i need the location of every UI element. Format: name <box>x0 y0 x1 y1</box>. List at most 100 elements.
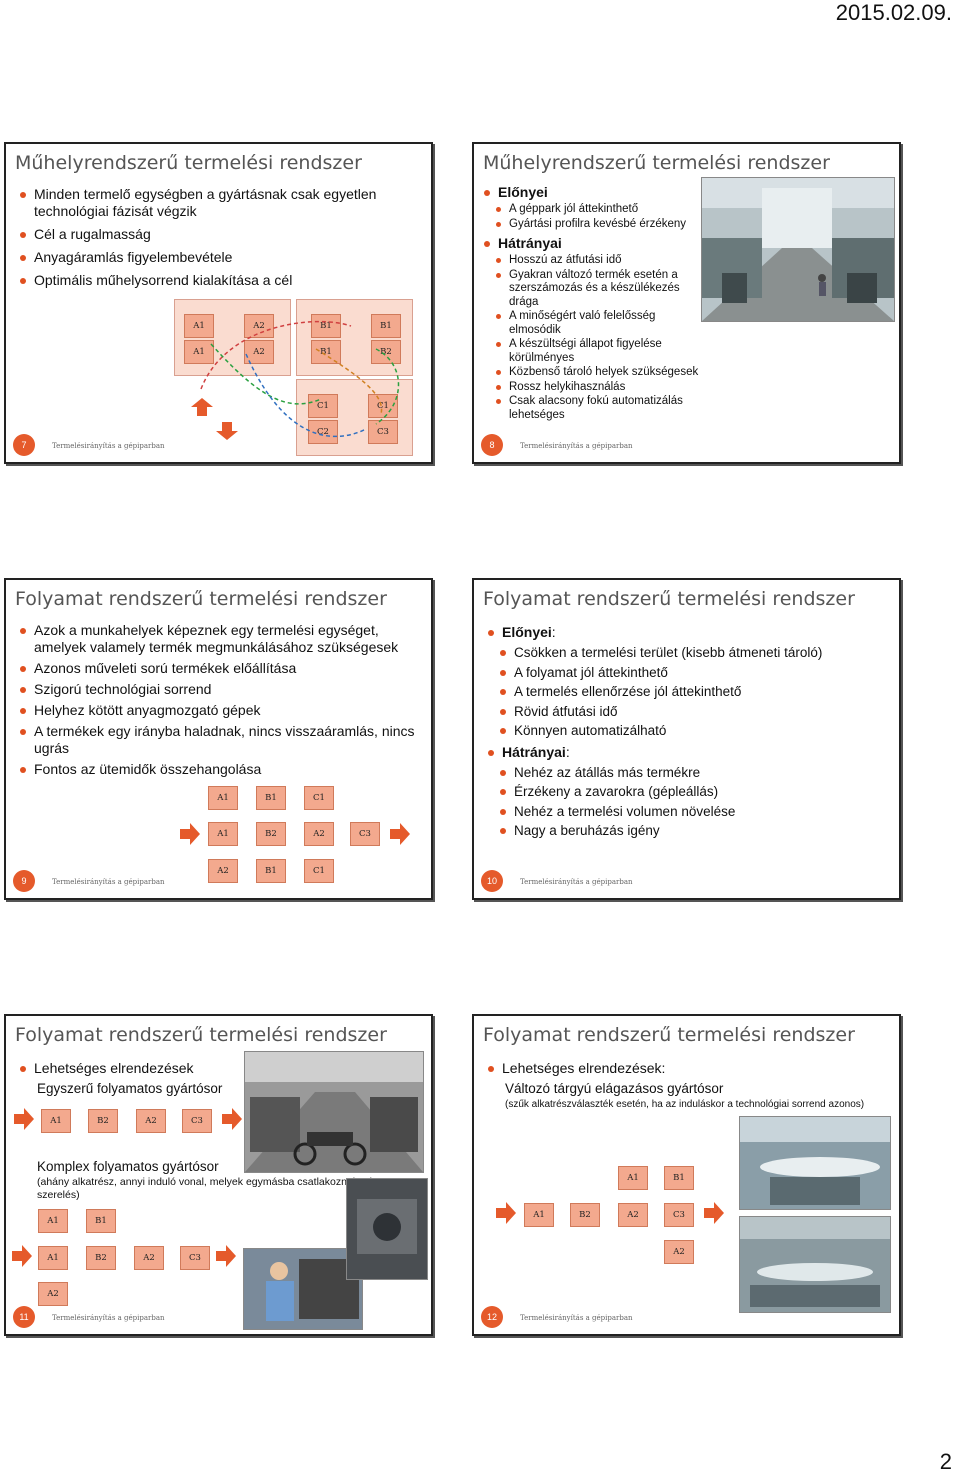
bullet: Optimális műhelysorrend kialakítása a cé… <box>20 272 423 289</box>
flow-box: A1 <box>618 1166 648 1190</box>
sub-bullet: Rossz helykihasználás <box>496 381 709 395</box>
machine-box: B1 <box>311 314 341 338</box>
slide-11: Folyamat rendszerű termelési rendszer Le… <box>4 1014 433 1336</box>
aircraft-assembly-photo <box>739 1216 891 1313</box>
bullet: Azonos műveleti sorú termékek előállítás… <box>20 660 423 677</box>
flow-box: C3 <box>664 1203 694 1227</box>
machine-box: B1 <box>311 340 341 364</box>
slide-number: 7 <box>13 434 35 456</box>
flow-box: C3 <box>180 1246 210 1270</box>
slide-12: Folyamat rendszerű termelési rendszer Le… <box>472 1014 901 1336</box>
flow-box: C1 <box>304 786 334 810</box>
sub-bullet: A folyamat jól áttekinthető <box>500 663 891 683</box>
advantages-heading: Előnyei <box>502 624 552 640</box>
advantages-heading: Előnyei <box>484 184 709 201</box>
slide-title: Műhelyrendszerű termelési rendszer <box>483 152 830 174</box>
flow-box: A1 <box>41 1109 71 1133</box>
flow-box: B1 <box>256 786 286 810</box>
output-arrow-icon <box>216 422 238 440</box>
slide-title: Folyamat rendszerű termelési rendszer <box>483 1024 855 1046</box>
workshop-photo <box>701 177 895 322</box>
slide-number: 8 <box>481 434 503 456</box>
bullet: Azok a munkahelyek képeznek egy termelés… <box>20 622 423 656</box>
page-number: 2 <box>939 1449 952 1474</box>
engine-assembly-photo <box>346 1178 428 1280</box>
sub-bullet: Rövid átfutási idő <box>500 702 891 722</box>
flow-box: A2 <box>304 822 334 846</box>
flow-box: A2 <box>134 1246 164 1270</box>
flow-box: A1 <box>38 1209 68 1233</box>
slide-number: 12 <box>481 1306 503 1328</box>
worker-photo <box>243 1248 363 1330</box>
flow-box: C1 <box>304 859 334 883</box>
sub-bullet: A készültségi állapot figyelése körülmén… <box>496 338 709 365</box>
flow-box: A1 <box>524 1203 554 1227</box>
slide-footer: Termelésirányítás a gépiparban <box>520 1314 633 1322</box>
slide-title: Folyamat rendszerű termelési rendszer <box>15 588 387 610</box>
flow-box: B1 <box>664 1166 694 1190</box>
input-arrow-icon <box>191 398 213 416</box>
machine-box: C1 <box>308 394 338 418</box>
flow-box: B1 <box>256 859 286 883</box>
flow-box: B2 <box>88 1109 118 1133</box>
sub-bullet: Gyakran változó termék esetén a szerszám… <box>496 269 709 310</box>
flow-box: B2 <box>570 1203 600 1227</box>
sub-bullet: A géppark jól áttekinthető <box>496 203 709 217</box>
input-arrow-icon <box>14 1108 34 1130</box>
flow-box: A1 <box>208 786 238 810</box>
subheading-branching-line: Változó tárgyú elágazásos gyártósor <box>505 1081 724 1096</box>
disadvantages-heading: Hátrányai <box>502 743 566 760</box>
slide-number: 9 <box>13 870 35 892</box>
sub-bullet: A termelés ellenőrzése jól áttekinthető <box>500 682 891 702</box>
sub-bullet: Hosszú az átfutási idő <box>496 254 709 268</box>
sub-bullet: Könnyen automatizálható <box>500 721 891 741</box>
slide-footer: Termelésirányítás a gépiparban <box>52 1314 165 1322</box>
flow-box: B2 <box>256 822 286 846</box>
machine-box: A2 <box>244 340 274 364</box>
sub-bullet: Nehéz a termelési volumen növelése <box>500 802 891 822</box>
input-arrow-icon <box>180 823 200 845</box>
subheading-complex-line: Komplex folyamatos gyártósor <box>37 1159 219 1174</box>
machine-box: A1 <box>184 314 214 338</box>
machine-box: B2 <box>371 340 401 364</box>
input-arrow-icon <box>496 1202 516 1224</box>
slide-title: Folyamat rendszerű termelési rendszer <box>483 588 855 610</box>
bullet: Cél a rugalmasság <box>20 226 423 243</box>
output-arrow-icon <box>390 823 410 845</box>
flow-box: B1 <box>86 1209 116 1233</box>
sub-bullet: Csökken a termelési terület (kisebb átme… <box>500 643 891 663</box>
bullet: Lehetséges elrendezések <box>20 1060 194 1077</box>
flow-box: C3 <box>182 1109 212 1133</box>
sub-bullet: Gyártási profilra kevésbé érzékeny <box>496 218 709 232</box>
flow-box: A1 <box>208 822 238 846</box>
output-arrow-icon <box>222 1108 242 1130</box>
flow-box: A2 <box>208 859 238 883</box>
machine-box: B1 <box>371 314 401 338</box>
output-arrow-icon <box>216 1245 236 1267</box>
aircraft-factory-photo <box>739 1116 891 1210</box>
output-arrow-icon <box>704 1202 724 1224</box>
slide-footer: Termelésirányítás a gépiparban <box>520 442 633 450</box>
flow-box: A2 <box>38 1282 68 1306</box>
slide-footer: Termelésirányítás a gépiparban <box>52 442 165 450</box>
slide-9: Folyamat rendszerű termelési rendszer Az… <box>4 578 433 900</box>
sub-bullet: A minőségért való felelősség elmosódik <box>496 310 709 337</box>
flow-box: A2 <box>618 1203 648 1227</box>
slide-footer: Termelésirányítás a gépiparban <box>52 878 165 886</box>
disadvantages-heading: Hátrányai <box>484 235 709 252</box>
slide-number: 10 <box>481 870 503 892</box>
slide-title: Folyamat rendszerű termelési rendszer <box>15 1024 387 1046</box>
slide-number: 11 <box>13 1306 35 1328</box>
bullet: Anyagáramlás figyelembevétele <box>20 249 423 266</box>
input-arrow-icon <box>12 1245 32 1267</box>
bullet: Szigorú technológiai sorrend <box>20 681 423 698</box>
sub-bullet: Érzékeny a zavarokra (gépleállás) <box>500 782 891 802</box>
complex-line-note: (ahány alkatrész, annyi induló vonal, me… <box>37 1176 375 1201</box>
document-date: 2015.02.09. <box>835 0 952 25</box>
slide-10: Folyamat rendszerű termelési rendszer El… <box>472 578 901 900</box>
sub-bullet: Közbenső tároló helyek szükségesek <box>496 366 709 380</box>
bullet: Fontos az ütemidők összehangolása <box>20 761 423 778</box>
machine-box: C3 <box>368 420 398 444</box>
flow-box: A2 <box>136 1109 166 1133</box>
slide-footer: Termelésirányítás a gépiparban <box>520 878 633 886</box>
